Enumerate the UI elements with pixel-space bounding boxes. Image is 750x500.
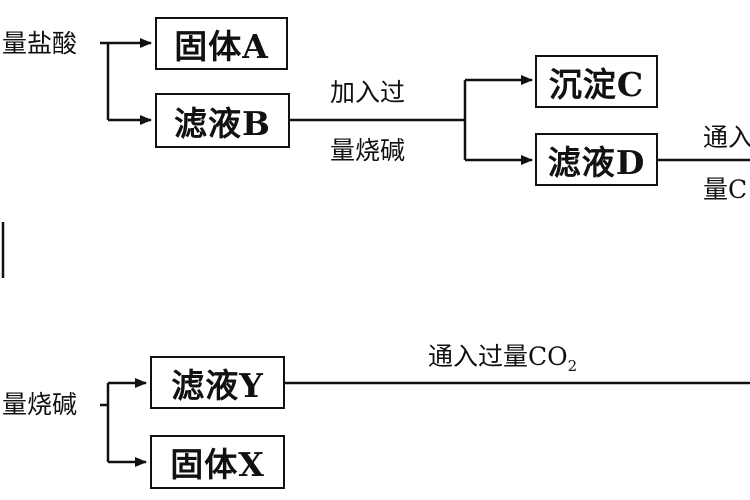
reagent-main-text: 通入过量CO	[428, 342, 568, 371]
solid-x-box: 固体X	[150, 435, 285, 489]
co2-subscript: 2	[567, 357, 578, 375]
filtrate-y-box: 滤液Y	[150, 356, 285, 409]
reagent-label-hydrochloric-acid: 量盐酸	[2, 29, 78, 58]
filtrate-b-box: 滤液B	[155, 93, 290, 148]
solid-a-box: 固体A	[155, 17, 288, 70]
reagent-label-co2-partial: 量C	[703, 175, 748, 204]
precipitate-c-box: 沉淀C	[535, 55, 658, 108]
reagent-label-caustic-soda-bottom: 量烧碱	[2, 390, 78, 419]
reagent-label-pass-in: 通入	[703, 123, 750, 152]
filtrate-d-box: 滤液D	[535, 133, 658, 186]
reagent-label-excess-co2: 通入过量CO2	[428, 344, 577, 374]
reagent-label-caustic-soda: 量烧碱	[330, 136, 406, 165]
reagent-label-add-excess: 加入过	[330, 78, 406, 107]
